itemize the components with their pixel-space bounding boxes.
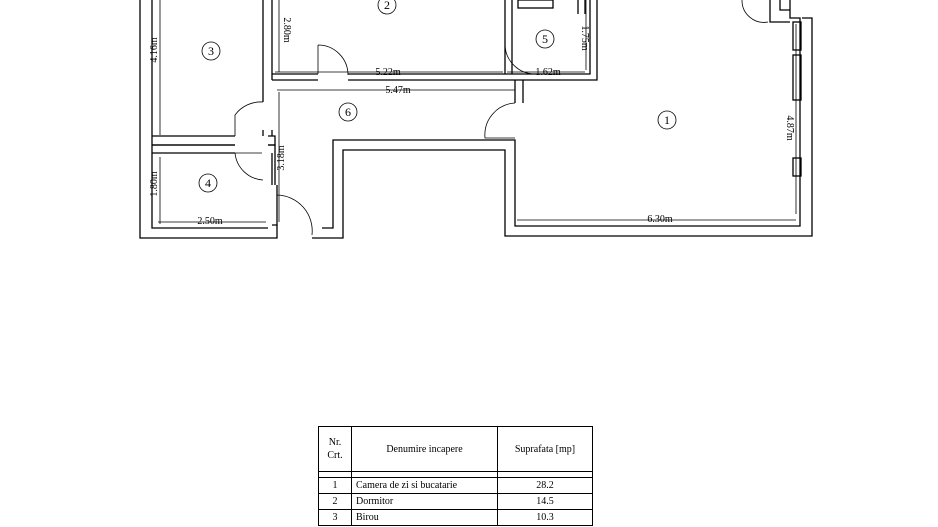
dim-label: 5.47m [385,85,411,96]
row-nr: 3 [318,509,352,526]
dim-label: 1.75m [579,25,590,51]
dim-label: 2.80m [281,17,292,43]
door-arc [317,44,349,76]
window [792,54,802,101]
room-marker-circle [657,110,677,130]
room-number: 5 [542,32,548,46]
outer-wall [139,0,813,239]
door-arc [504,44,536,75]
room-marker-circle [338,102,358,122]
door-arc [234,101,264,136]
wall-room-5 [504,0,598,81]
row-area: 10.3 [497,509,593,526]
right-wall-top [769,0,790,23]
table-header-row: Nr. Crt. Denumire incapere Suprafata [mp… [318,426,593,472]
room-number: 4 [205,176,211,190]
wall-corridor-left [262,0,273,136]
room-marker-circle [535,29,555,49]
room-number: 3 [208,44,214,58]
room-number: 2 [384,0,390,12]
header-area: Suprafata [mp] [497,426,593,472]
door-arc [741,0,769,23]
wall-room-2 [272,73,505,81]
room-marker-circle [201,41,221,61]
dim-label: 6.30m [647,214,673,225]
window [792,157,802,177]
wall-living [514,80,524,103]
row-name: Camera de zi si bucatarie [351,477,498,494]
table-row: 1 Camera de zi si bucatarie 28.2 [318,477,593,494]
room-marker-circle [377,0,397,15]
row-name: Birou [351,509,498,526]
right-wall [789,0,813,215]
wall-room-4 [152,144,235,154]
door-arc [234,152,264,181]
table-row: 3 Birou 10.3 [318,509,593,526]
dim-label: 4.16m [149,37,160,63]
floor-plan: 2.80m 4.16m 1.75m 5.22m 1.62m 5.47m 4.87… [139,0,813,239]
room-number: 6 [345,105,351,119]
row-nr: 2 [318,493,352,510]
row-name: Dormitor [351,493,498,510]
wall-room-3 [152,135,235,146]
table-row: 2 Dormitor 14.5 [318,493,593,510]
room-area-table: Nr. Crt. Denumire incapere Suprafata [mp… [318,426,593,526]
dim-label: 2.50m [197,216,223,227]
door-arc [484,102,516,139]
outer-wall-inner [151,0,801,229]
header-nr-line2: Crt. [327,450,343,461]
header-name: Denumire incapere [351,426,498,472]
header-nr-line1: Nr. [328,437,342,448]
row-area: 28.2 [497,477,593,494]
room-marker-circle [198,173,218,193]
dim-label: 3.18m [276,145,287,171]
dim-label: 5.22m [375,67,401,78]
row-area: 14.5 [497,493,593,510]
row-nr: 1 [318,477,352,494]
dim-label: 1.62m [535,67,561,78]
window [792,21,802,51]
door-arc [276,194,313,236]
header-nr: Nr. Crt. [318,426,352,472]
room-number: 1 [664,113,670,127]
dim-label: 1.80m [149,171,160,197]
fixture [517,0,554,9]
dim-label: 4.87m [784,115,795,141]
